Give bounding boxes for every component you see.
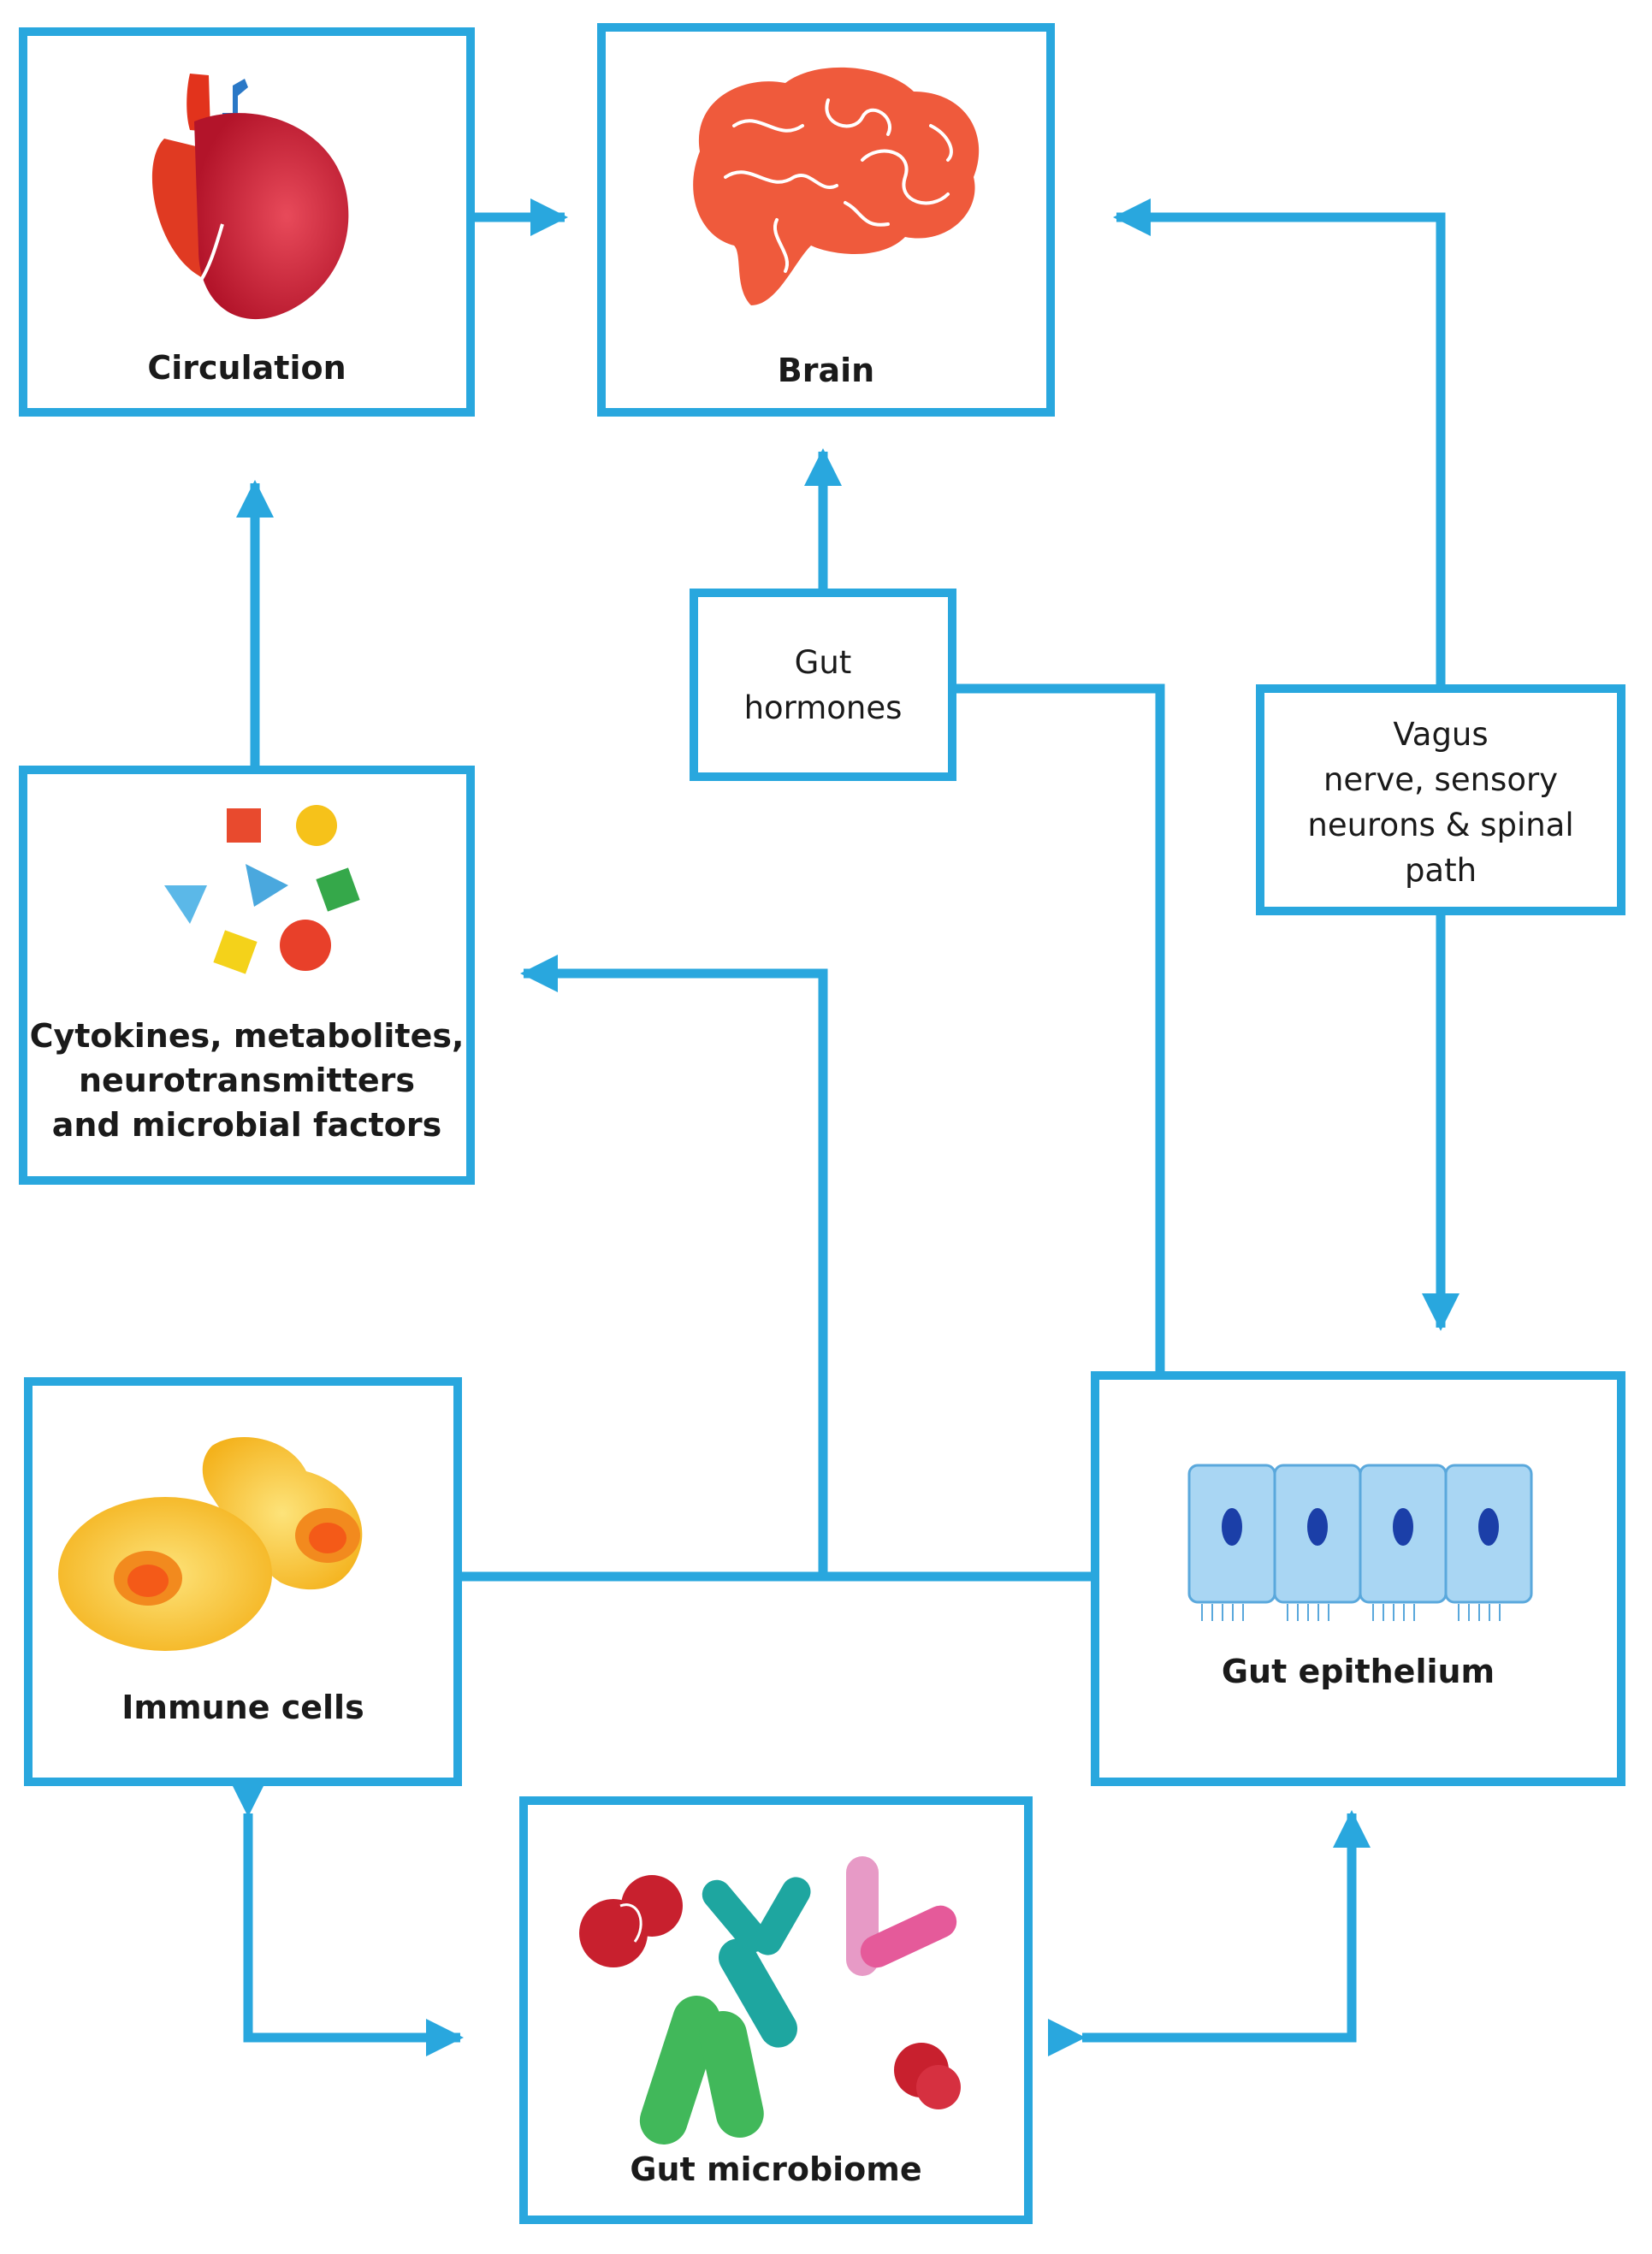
- cytokines-label: Cytokines, metabolites, neurotransmitter…: [29, 1017, 465, 1144]
- circulation-box: Circulation: [19, 27, 475, 417]
- arrow-junction-to-cytokines: [520, 955, 828, 1577]
- epithelium-cells-icon: [1187, 1464, 1533, 1621]
- line-epithelium-to-hormones: [948, 683, 1165, 1371]
- gut-microbiome-box: Gut microbiome: [519, 1796, 1033, 2224]
- gut-microbiome-label: Gut microbiome: [630, 2150, 922, 2188]
- heart-icon: [151, 70, 349, 320]
- gut-epithelium-box: Gut epithelium: [1091, 1371, 1625, 1786]
- arrow-vagus-to-brain: [1113, 198, 1446, 684]
- gut-epithelium-label: Gut epithelium: [1221, 1653, 1495, 1690]
- circulation-label: Circulation: [147, 349, 346, 387]
- immune-cells-label: Immune cells: [121, 1689, 364, 1726]
- brain-icon: [693, 67, 980, 306]
- gut-hormones-label: Gut hormones: [743, 644, 903, 726]
- vagus-label: Vagus nerve, sensory neurons & spinal pa…: [1307, 716, 1574, 889]
- vagus-box: Vagus nerve, sensory neurons & spinal pa…: [1256, 684, 1625, 915]
- gut-hormones-box: Gut hormones: [690, 589, 956, 781]
- immune-cells-box: Immune cells: [24, 1377, 462, 1786]
- brain-box: Brain: [597, 23, 1055, 417]
- cytokines-box: Cytokines, metabolites, neurotransmitter…: [19, 766, 475, 1185]
- molecules-icon: [164, 805, 360, 974]
- arrow-microbiome-epithelium: [1048, 1810, 1371, 2056]
- bacteria-icon: [579, 1856, 961, 2145]
- immune-cells-icon: [58, 1437, 363, 1651]
- arrow-microbiome-immune: [229, 1779, 464, 2056]
- brain-label: Brain: [777, 352, 875, 389]
